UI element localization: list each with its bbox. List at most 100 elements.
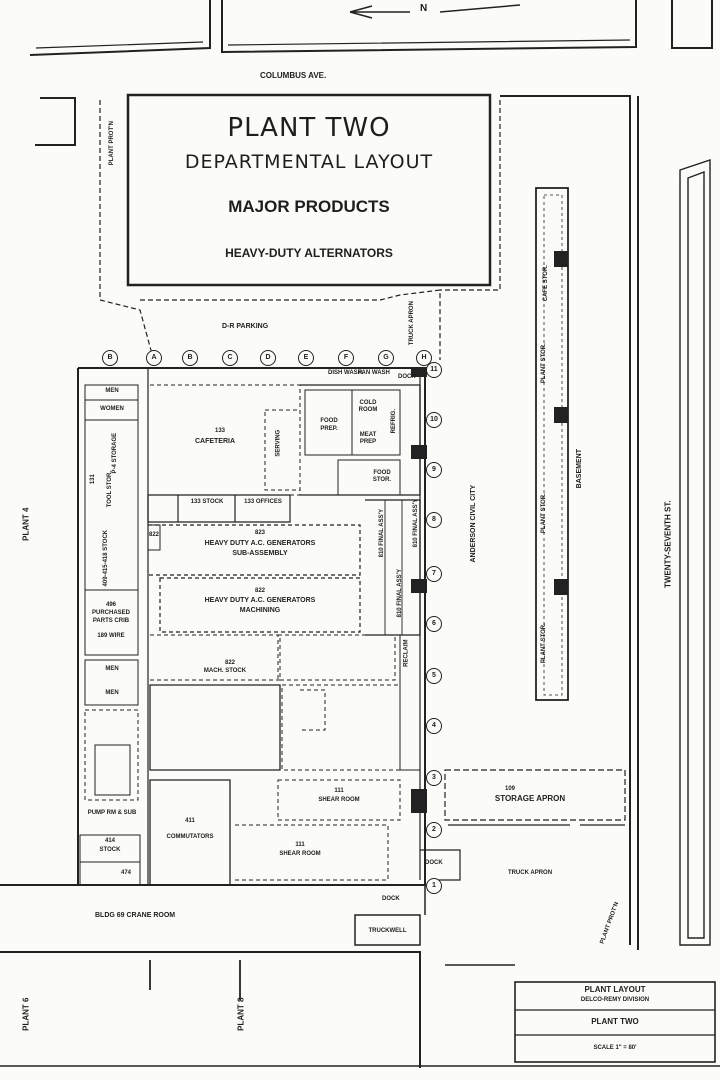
title-line-1: PLANT TWO [227, 113, 391, 143]
stock-409: 409-415-418 STOCK [103, 529, 110, 587]
title-box [126, 93, 492, 287]
truckwell: TRUCKWELL [368, 928, 407, 934]
column-marker: 4 [426, 718, 442, 734]
basement-building [535, 187, 569, 701]
pump-room: PUMP RM & SUB [87, 810, 137, 816]
column-marker: B [102, 350, 118, 366]
column-marker: 10 [426, 412, 442, 428]
column-marker: 7 [426, 566, 442, 582]
railroad-label: ANDERSON CIVIL CITY [470, 484, 478, 563]
men-restroom-3: MEN [105, 690, 119, 696]
cold-room-bottom: ROOM [358, 407, 378, 413]
mach-stock: MACH. STOCK [203, 668, 247, 674]
plant-prot-top: PLANT PROT'N [108, 121, 115, 166]
final-assy-810-c: 810 FINAL ASS'Y [413, 498, 420, 548]
tool-stor: TOOL STOR. [107, 470, 114, 508]
plant-8-label: PLANT 8 [236, 997, 246, 1031]
plant-4-label: PLANT 4 [21, 507, 31, 541]
dock-bottom-2: DOCK [382, 896, 400, 902]
column-marker: B [182, 350, 198, 366]
column-marker: A [146, 350, 162, 366]
dock-top: DOCK [398, 374, 416, 380]
dept-823-sub: SUB-ASSEMBLY [232, 550, 288, 557]
dept-411-number: 411 [185, 818, 195, 824]
truck-apron-top: TRUCK APRON [408, 301, 415, 346]
food-stor-top: FOOD [373, 470, 391, 476]
crane-room: BLDG 69 CRANE ROOM [95, 912, 176, 919]
food-prep-bottom: PREP. [320, 426, 338, 432]
final-assy-810-b: 810 FINAL ASS'Y [397, 568, 404, 618]
storage-apron: STORAGE APRON [494, 794, 566, 803]
title-line-3: MAJOR PRODUCTS [228, 197, 390, 216]
reclaim: RECLAIM [403, 639, 410, 667]
cafe-stor: CAFE STOR. [542, 265, 549, 302]
wire-189: 189 WIRE [97, 633, 125, 639]
column-marker: C [222, 350, 238, 366]
serving: SERVING [275, 429, 282, 457]
women-restroom: WOMEN [100, 406, 124, 412]
column-marker: E [298, 350, 314, 366]
dr-parking: D-R PARKING [222, 323, 269, 330]
column-marker: 5 [426, 668, 442, 684]
dept-822-name: HEAVY DUTY A.C. GENERATORS [204, 597, 316, 604]
column-marker: 1 [426, 878, 442, 894]
title-block-line-1: PLANT LAYOUT [584, 985, 646, 994]
final-assy-810-a: 810 FINAL ASS'Y [379, 508, 386, 558]
shear-room-1-number: 111 [334, 788, 344, 794]
column-marker: 11 [426, 362, 442, 378]
commutators: COMMUTATORS [166, 834, 214, 840]
dept-474: 474 [120, 870, 131, 876]
title-block-scale: SCALE 1" = 80' [593, 1045, 637, 1051]
stock-414-number: 414 [104, 838, 115, 844]
offices-133: 133 OFFICES [244, 499, 282, 505]
plant-stor-2: PLANT STOR. [540, 493, 547, 534]
food-stor-bottom: STOR. [372, 477, 392, 483]
column-marker: H [416, 350, 432, 366]
column-marker: 9 [426, 462, 442, 478]
street-twenty-seventh: TWENTY-SEVENTH ST. [663, 500, 673, 588]
title-block-line-2: DELCO-REMY DIVISION [580, 997, 650, 1003]
dept-823-number: 823 [254, 530, 265, 536]
shear-room-2: SHEAR ROOM [279, 851, 321, 857]
cafeteria: CAFETERIA [194, 438, 236, 445]
title-block-line-3: PLANT TWO [591, 1017, 639, 1026]
column-marker: 8 [426, 512, 442, 528]
dept-823-name: HEAVY DUTY A.C. GENERATORS [204, 540, 316, 547]
parts-crib: PARTS CRIB [92, 618, 130, 624]
column-marker: 6 [426, 616, 442, 632]
column-marker: 2 [426, 822, 442, 838]
column-marker: F [338, 350, 354, 366]
tool-stor-number: 131 [89, 474, 96, 485]
dock-bottom-1: DOCK [425, 860, 443, 866]
pan-wash: PAN WASH [358, 370, 390, 376]
plant-6-label: PLANT 6 [21, 997, 31, 1031]
column-marker: 3 [426, 770, 442, 786]
title-block-frame [514, 981, 716, 1063]
title-line-2: DEPARTMENTAL LAYOUT [184, 151, 434, 173]
dept-822-sub: MACHINING [239, 607, 281, 614]
purchased-number: 496 [105, 602, 116, 608]
basement: BASEMENT [575, 449, 583, 489]
stock-414: STOCK [99, 847, 121, 853]
dish-wash: DISH WASH. [328, 370, 364, 376]
stock-133: 133 STOCK [190, 499, 224, 505]
food-prep-top: FOOD [320, 418, 338, 424]
refrig: REFRIG. [391, 408, 398, 434]
men-restroom-1: MEN [105, 388, 119, 394]
plant-stor-3: PLANT STOR. [540, 623, 547, 664]
storage-apron-number: 109 [504, 786, 515, 792]
shear-room-1: SHEAR ROOM [318, 797, 360, 803]
street-columbus-ave: COLUMBUS AVE. [260, 71, 327, 80]
cafeteria-number: 133 [214, 428, 225, 434]
north-arrow-icon [349, 4, 521, 19]
purchased: PURCHASED [91, 610, 130, 616]
truck-apron: TRUCK APRON [507, 870, 553, 876]
men-restroom-2: MEN [105, 666, 119, 672]
meat-prep-top: MEAT [359, 432, 377, 438]
shear-room-2-number: 111 [295, 842, 305, 848]
mach-stock-number: 822 [224, 660, 235, 666]
north-label: N [420, 3, 428, 14]
title-line-4: HEAVY-DUTY ALTERNATORS [225, 246, 393, 260]
dept-822-small: 822 [148, 532, 159, 538]
